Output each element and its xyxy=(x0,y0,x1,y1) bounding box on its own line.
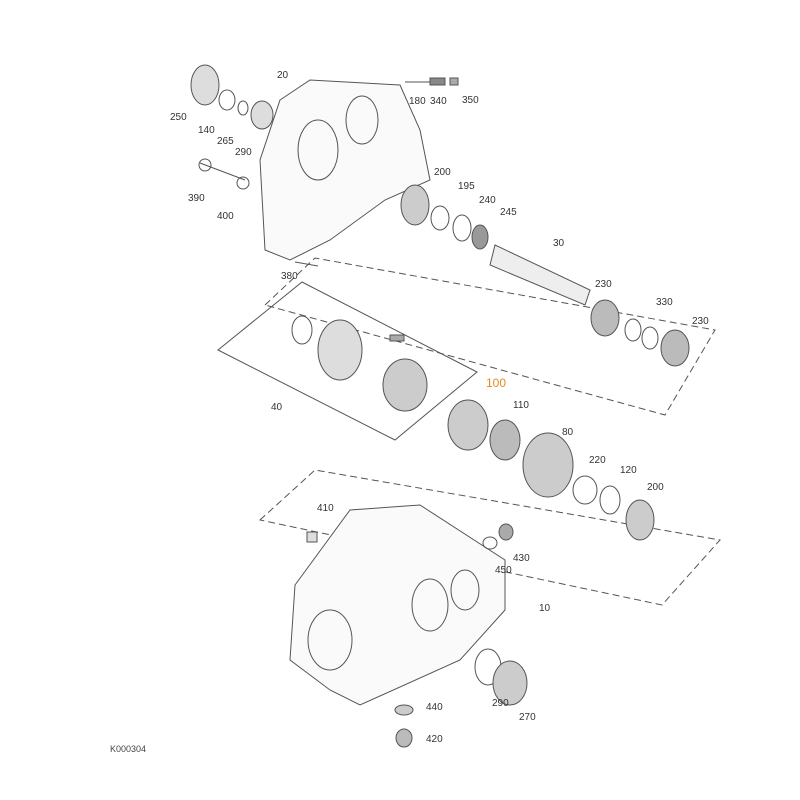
label-270: 270 xyxy=(519,712,536,723)
label-180: 180 xyxy=(409,96,426,107)
label-80: 80 xyxy=(562,427,574,438)
bushing-220 xyxy=(572,475,598,505)
label-245: 245 xyxy=(500,207,517,218)
seal-290 xyxy=(250,100,274,130)
ring-in-box xyxy=(291,315,313,345)
bushing-140 xyxy=(218,89,236,111)
label-290: 290 xyxy=(235,147,252,158)
washer-195 xyxy=(430,205,450,231)
label-100-highlighted[interactable]: 100 xyxy=(486,376,507,390)
nut-400 xyxy=(236,176,250,190)
shaft-group-outline xyxy=(264,257,716,416)
label-200b: 200 xyxy=(647,482,664,493)
sleeve-gear xyxy=(382,358,428,412)
label-120: 120 xyxy=(620,465,637,476)
breather-410 xyxy=(306,531,318,543)
label-20: 20 xyxy=(277,70,289,81)
label-230a: 230 xyxy=(595,279,612,290)
label-390: 390 xyxy=(188,193,205,204)
label-250: 250 xyxy=(170,112,187,123)
lower-group-outline xyxy=(258,469,721,606)
washer-440 xyxy=(394,704,414,716)
housing-bore-1 xyxy=(307,609,353,671)
label-40: 40 xyxy=(271,402,283,413)
washer-240 xyxy=(452,214,472,242)
gear-110 xyxy=(489,419,521,461)
label-140: 140 xyxy=(198,125,215,136)
label-450: 450 xyxy=(495,565,512,576)
label-440: 440 xyxy=(426,702,443,713)
label-195: 195 xyxy=(458,181,475,192)
label-410: 410 xyxy=(317,503,334,514)
label-350: 350 xyxy=(462,95,479,106)
label-10: 10 xyxy=(539,603,551,614)
label-30: 30 xyxy=(553,238,565,249)
cover-plate-20 xyxy=(259,79,431,261)
bevel-gear xyxy=(317,319,363,381)
plug-420 xyxy=(395,728,413,748)
label-400: 400 xyxy=(217,211,234,222)
housing-bore-2 xyxy=(411,578,449,632)
label-220: 220 xyxy=(589,455,606,466)
bearing-200 xyxy=(400,184,430,226)
label-230b: 230 xyxy=(692,316,709,327)
label-265: 265 xyxy=(217,136,234,147)
drawing-code: K000304 xyxy=(110,744,147,754)
bearing-250 xyxy=(190,64,220,106)
bolt-390 xyxy=(199,162,246,181)
ring-330b xyxy=(641,326,659,350)
plug-430 xyxy=(498,523,514,541)
bearing-245 xyxy=(471,224,489,250)
cover-270 xyxy=(492,660,528,706)
needle-bearing-230b xyxy=(660,329,690,367)
key xyxy=(389,334,405,342)
label-420: 420 xyxy=(426,734,443,745)
cover-bore-2 xyxy=(345,95,379,145)
cover-bore-1 xyxy=(297,119,339,181)
housing-bore-3 xyxy=(450,569,480,611)
label-340: 340 xyxy=(430,96,447,107)
pin-380 xyxy=(294,261,319,267)
label-330: 330 xyxy=(656,297,673,308)
label-380: 380 xyxy=(281,271,298,282)
housing-10 xyxy=(289,504,506,706)
bearing-200b xyxy=(625,499,655,541)
label-200: 200 xyxy=(434,167,451,178)
gear-group-box-40 xyxy=(217,281,478,441)
synchro-100 xyxy=(447,399,489,451)
plug-350 xyxy=(449,77,459,86)
label-290b: 290 xyxy=(492,698,509,709)
shaft-30 xyxy=(489,244,591,306)
needle-bearing-230a xyxy=(590,299,620,337)
label-430: 430 xyxy=(513,553,530,564)
gear-80 xyxy=(522,432,574,498)
spring-340 xyxy=(429,77,446,86)
ring-330 xyxy=(624,318,642,342)
seal-450 xyxy=(482,536,498,550)
label-110: 110 xyxy=(513,400,529,411)
ring-265 xyxy=(237,100,249,116)
label-240: 240 xyxy=(479,195,496,206)
ring-120 xyxy=(599,485,621,515)
